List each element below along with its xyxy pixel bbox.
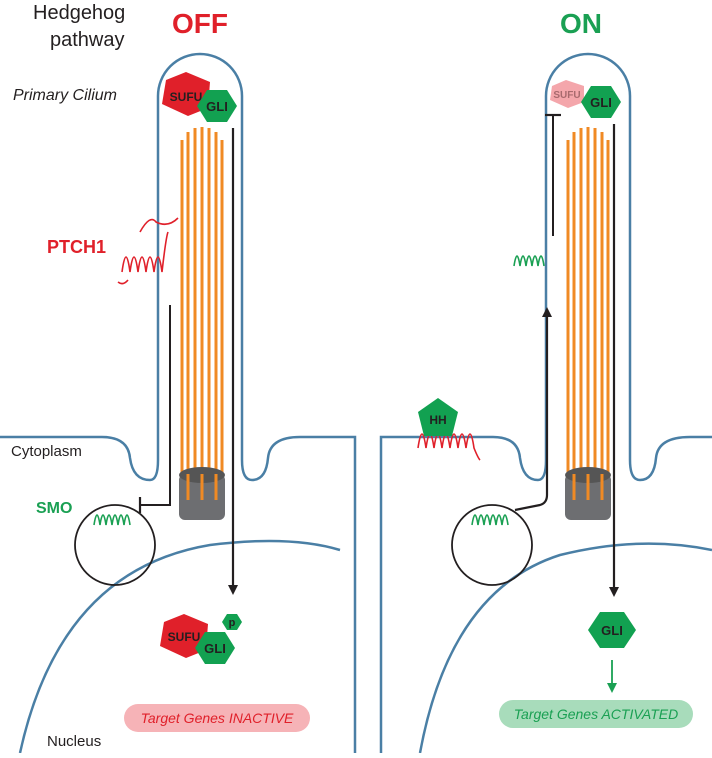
on-sufu-protein	[550, 80, 584, 108]
status-badge-inactive: Target Genes INACTIVE	[124, 704, 310, 732]
off-basal-body	[179, 467, 225, 520]
off-cell-membrane	[0, 52, 357, 753]
ptch1-label: PTCH1	[47, 237, 107, 257]
off-smo-vesicle	[74, 504, 156, 586]
off-gli-protein	[197, 90, 237, 122]
on-gli-label: GLI	[590, 95, 612, 110]
on-nuclear-gli-label: GLI	[601, 623, 623, 638]
off-sufu-label: SUFU	[170, 90, 203, 104]
hh-ligand	[418, 398, 458, 436]
off-smo-receptor	[93, 514, 131, 526]
off-nuclear-gli-label: GLI	[204, 641, 226, 656]
off-panel: SUFU GLI SUFU GLI p	[0, 52, 357, 754]
on-smo-receptor-vesicle	[471, 514, 509, 526]
smo-label: SMO	[36, 500, 73, 517]
off-phosphate-label: p	[229, 617, 236, 629]
off-nuclear-sufu-label: SUFU	[168, 630, 201, 644]
off-gli-label: GLI	[206, 99, 228, 114]
off-state-label: OFF	[172, 8, 228, 39]
on-sufu-label: SUFU	[553, 90, 580, 101]
off-axoneme	[180, 127, 224, 500]
on-basal-body	[565, 467, 611, 520]
on-nuclear-gli	[588, 612, 636, 648]
on-gli-protein	[581, 86, 621, 118]
off-ptch1-inhibition	[140, 305, 171, 506]
on-smo-receptor-cilium	[513, 255, 545, 267]
on-cell-membrane	[379, 52, 712, 753]
cytoplasm-label: Cytoplasm	[11, 443, 82, 460]
primary-cilium-label: Primary Cilium	[13, 87, 117, 104]
off-nucleus-envelope	[18, 539, 341, 754]
on-smo-translocation-arrow	[514, 307, 552, 512]
on-panel: SUFU GLI HH GLI	[379, 52, 712, 754]
on-axoneme	[566, 127, 610, 500]
hh-label: HH	[429, 413, 446, 427]
status-badge-activated: Target Genes ACTIVATED	[499, 700, 693, 728]
off-ptch1-receptor	[117, 217, 179, 285]
off-nuclear-gli	[195, 632, 235, 664]
title-line-2: pathway	[50, 29, 125, 51]
on-state-label: ON	[560, 8, 602, 39]
nucleus-label: Nucleus	[47, 733, 102, 750]
on-smo-vesicle	[451, 504, 533, 586]
on-nucleus-envelope	[418, 542, 712, 754]
on-ptch1-receptor	[417, 433, 481, 461]
off-phosphate	[222, 614, 242, 630]
title-line-1: Hedgehog	[33, 2, 126, 24]
